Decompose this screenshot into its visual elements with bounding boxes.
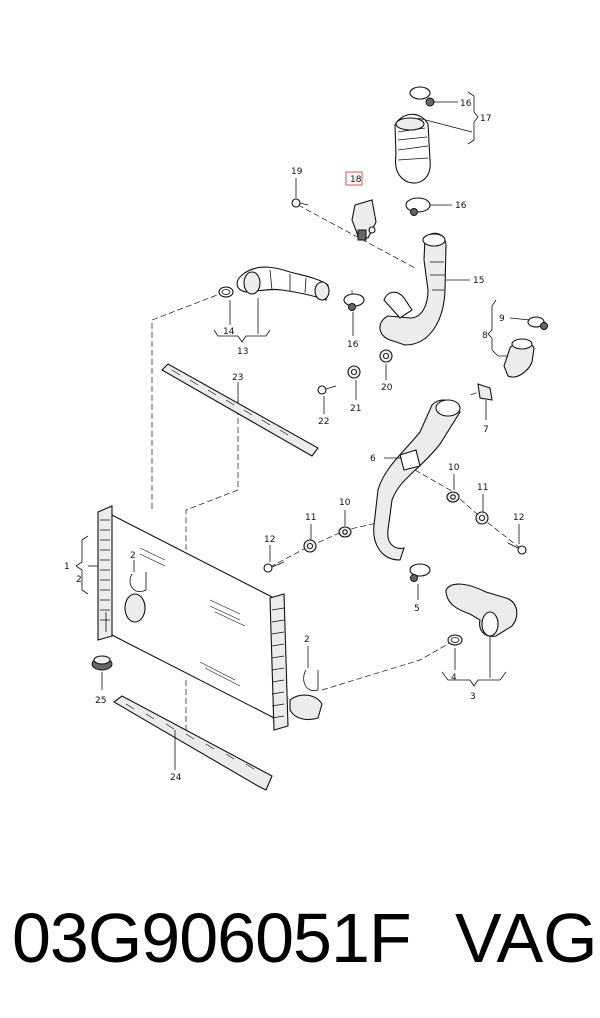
callout-13: 13: [237, 347, 248, 357]
part-15-intake-pipe: [379, 232, 447, 346]
part-6-charge-pipe: [373, 399, 461, 561]
callout-10-left: 10: [339, 498, 351, 508]
clip-2-left: [129, 572, 147, 592]
callout-12-left: 12: [264, 535, 275, 545]
clamp-16-top: [409, 86, 435, 107]
callout-3: 3: [470, 692, 476, 702]
callout-14: 14: [223, 327, 235, 337]
callout-15: 15: [473, 276, 484, 286]
callout-20: 20: [381, 383, 393, 393]
callout-4: 4: [451, 673, 457, 683]
clamp-5: [409, 563, 431, 582]
callout-9: 9: [499, 314, 505, 324]
clamp-9: [527, 316, 548, 330]
callout-1: 1: [64, 562, 70, 572]
callout-2: 2: [76, 575, 82, 585]
callout-16-left: 16: [347, 340, 359, 350]
grommet-20: [379, 349, 393, 363]
callout-24: 24: [170, 773, 182, 783]
callout-7: 7: [483, 425, 489, 435]
grommet-10-right: [446, 491, 460, 503]
callout-18-highlight: [345, 171, 363, 186]
clamp-16-left: [343, 293, 365, 311]
callout-8: 8: [482, 331, 488, 341]
part-18-sensor: [351, 199, 377, 241]
screw-19: [291, 198, 309, 208]
callout-2-left: 2: [130, 551, 136, 561]
clip-2-right: [303, 669, 319, 692]
bolt-12-right: [507, 542, 527, 555]
callout-16-top: 16: [460, 99, 472, 109]
clamp-16-mid: [405, 197, 431, 216]
bolt-12-left: [263, 561, 285, 573]
brand-name: VAG: [455, 899, 598, 977]
part-8-hose-small: [503, 338, 535, 378]
callout-19: 19: [291, 167, 303, 177]
ring-4: [447, 634, 463, 646]
callout-11-right: 11: [477, 483, 488, 493]
nut-11-left: [303, 539, 317, 553]
part-25-rubber-mount: [91, 655, 113, 671]
callout-12-right: 12: [513, 513, 524, 523]
part-24-air-guide-lower: [113, 695, 273, 791]
nut-11-right: [475, 511, 489, 525]
part-17-upper-hose: [394, 113, 431, 184]
callout-5: 5: [414, 604, 420, 614]
part-23-air-guide-upper: [161, 363, 319, 457]
grommet-10-left: [338, 526, 352, 538]
callout-22: 22: [318, 417, 329, 427]
callout-labels: 16 17 18 19 16 15 14 13 16 20 21 22 23 9…: [64, 99, 524, 783]
part-number: 03G906051F: [12, 899, 412, 977]
bolt-22: [317, 385, 337, 395]
callout-25: 25: [95, 696, 106, 706]
part-1-intercooler: [97, 505, 323, 731]
exploded-parts-diagram: 16 17 18 19 16 15 14 13 16 20 21 22 23 9…: [64, 86, 548, 791]
callout-10-right: 10: [448, 463, 460, 473]
callout-23: 23: [232, 373, 243, 383]
grommet-21: [347, 365, 361, 379]
callout-21: 21: [350, 404, 361, 414]
callout-17: 17: [480, 114, 491, 124]
callout-11-left: 11: [305, 513, 316, 523]
callout-2-right: 2: [304, 635, 310, 645]
part-3-hose: [445, 583, 518, 637]
callout-6: 6: [370, 454, 376, 464]
part-13-charge-hose: [236, 266, 330, 301]
ring-14: [218, 286, 234, 298]
callout-16-mid: 16: [455, 201, 467, 211]
clip-7: [477, 383, 493, 401]
callout-18: 18: [350, 175, 362, 185]
caption-bar: 03G906051F VAG: [0, 888, 600, 988]
leader-lines: [75, 91, 531, 770]
